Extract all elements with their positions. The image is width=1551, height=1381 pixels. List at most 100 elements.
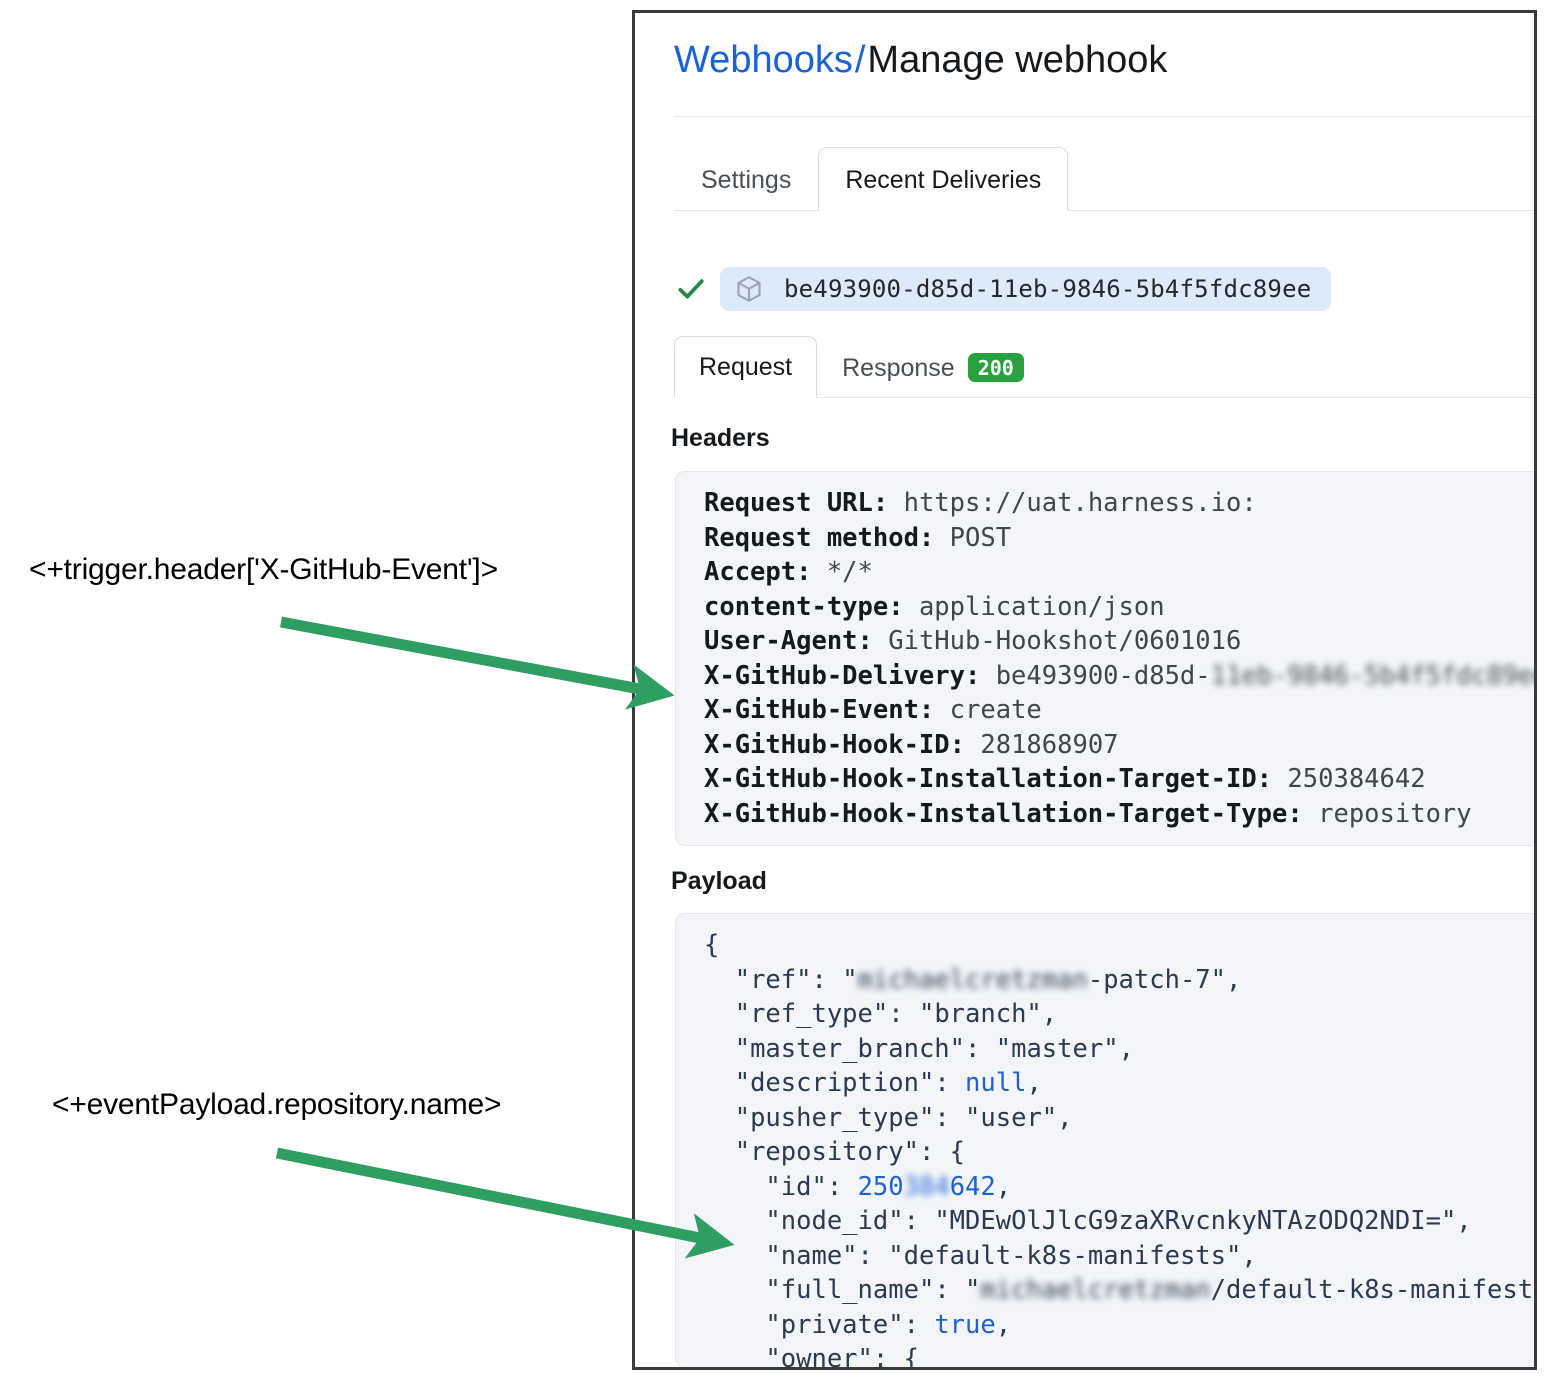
payload-key: "ref" — [734, 964, 812, 995]
delivery-row[interactable]: be493900-d85d-11eb-9846-5b4f5fdc89ee — [674, 265, 1332, 313]
header-line: X-GitHub-Hook-Installation-Target-Type: … — [676, 797, 1534, 832]
payload-line: "owner": { — [676, 1342, 1534, 1367]
payload-key: "ref_type" — [734, 999, 889, 1029]
payload-key: "master_branch" — [734, 1033, 966, 1064]
payload-key: "full_name" — [765, 1275, 935, 1305]
payload-value: -patch-7 — [1087, 964, 1211, 995]
header-value: application/json — [918, 591, 1165, 622]
annotation-arrow-1 — [279, 616, 675, 710]
tab-request-label: Request — [699, 353, 793, 381]
header-line: X-GitHub-Delivery: be493900-d85d-11eb-98… — [676, 659, 1534, 694]
header-value: repository — [1318, 798, 1472, 829]
redacted-text: michaelcretzman — [980, 1275, 1211, 1305]
webhook-panel-content: Webhooks/Manage webhook Settings Recent … — [635, 13, 1534, 1367]
payload-line: "full_name": "michaelcretzman/default-k8… — [676, 1273, 1534, 1308]
payload-line: "repository": { — [734, 1137, 966, 1167]
payload-line: "name": "default-k8s-manifests", — [765, 1240, 1257, 1271]
header-line: X-GitHub-Event: create — [676, 693, 1534, 728]
payload-line: "ref": "michaelcretzman-patch-7", — [676, 963, 1534, 998]
payload-value: "master" — [995, 1033, 1119, 1064]
outer-tabs-baseline — [674, 210, 1534, 211]
payload-key: "owner" — [765, 1344, 873, 1367]
delivery-id-text: be493900-d85d-11eb-9846-5b4f5fdc89ee — [784, 275, 1312, 303]
payload-key: "private" — [765, 1309, 904, 1340]
header-line: Request URL: https://uat.harness.io: — [676, 486, 1534, 521]
redacted-text: michaelcretzman — [857, 964, 1088, 995]
breadcrumb-divider — [674, 116, 1534, 117]
tab-recent-deliveries[interactable]: Recent Deliveries — [818, 147, 1069, 211]
payload-value: "branch" — [918, 999, 1042, 1029]
header-line: content-type: application/json — [676, 590, 1534, 625]
tab-response-label: Response — [842, 353, 955, 382]
tab-response[interactable]: Response 200 — [817, 336, 1049, 398]
header-line: X-GitHub-Hook-ID: 281868907 — [676, 728, 1534, 763]
header-line: Accept: */* — [676, 555, 1534, 590]
cube-icon — [734, 274, 764, 304]
payload-value: true — [934, 1309, 996, 1340]
payload-value-suffix: 642 — [949, 1171, 996, 1202]
payload-code-box: { "ref": "michaelcretzman-patch-7", "ref… — [675, 913, 1534, 1367]
payload-value: { — [903, 1344, 919, 1367]
payload-key: "name" — [765, 1240, 858, 1271]
payload-line: "node_id": "MDEwOlJlcG9zaXRvcnkyNTAzODQ2… — [765, 1206, 1472, 1236]
payload-key: "node_id" — [765, 1206, 904, 1236]
payload-line: "id": 250384642, — [676, 1170, 1534, 1205]
header-key: Request method: — [704, 522, 935, 553]
header-value: GitHub-Hookshot/0601016 — [888, 626, 1242, 656]
payload-value: { — [949, 1137, 966, 1167]
payload-section-title: Payload — [671, 867, 767, 895]
payload-value-prefix: 250 — [857, 1171, 904, 1202]
header-key: content-type: — [704, 591, 904, 622]
payload-brace: { — [704, 930, 720, 960]
redacted-text: 11eb-9846-5b4f5fdc89ee — [1210, 660, 1534, 691]
inner-tabs-baseline — [674, 397, 1534, 398]
status-badge: 200 — [967, 353, 1024, 382]
payload-value: "default-k8s-manifests" — [888, 1240, 1242, 1271]
webhook-panel: Webhooks/Manage webhook Settings Recent … — [632, 10, 1537, 1370]
payload-line: "ref_type": "branch", — [734, 999, 1058, 1029]
payload-value: /default-k8s-manifests — [1210, 1275, 1534, 1305]
inner-tabs: Request Response 200 — [674, 336, 1049, 398]
header-value: create — [949, 695, 1042, 725]
header-line: User-Agent: GitHub-Hookshot/0601016 — [676, 624, 1534, 659]
headers-code-box: Request URL: https://uat.harness.io: Req… — [675, 471, 1534, 846]
payload-value: null — [965, 1068, 1027, 1098]
header-key: Request URL: — [704, 488, 889, 518]
header-key: X-GitHub-Hook-Installation-Target-ID: — [704, 764, 1273, 794]
breadcrumb: Webhooks/Manage webhook — [674, 39, 1534, 83]
page-title: Manage webhook — [867, 39, 1168, 81]
payload-line: { — [676, 928, 1534, 963]
headers-section-title: Headers — [671, 424, 770, 452]
payload-key: "pusher_type" — [734, 1102, 935, 1133]
annotation-label-trigger-header: <+trigger.header['X-GitHub-Event']> — [29, 553, 498, 586]
redacted-text: 384 — [903, 1171, 950, 1202]
payload-key: "description" — [734, 1068, 935, 1098]
annotation-label-event-payload: <+eventPayload.repository.name> — [52, 1088, 502, 1121]
tab-settings[interactable]: Settings — [701, 166, 792, 194]
header-line: X-GitHub-Hook-Installation-Target-ID: 25… — [676, 762, 1534, 797]
header-value: https://uat.harness.io: — [903, 488, 1257, 518]
header-key: X-GitHub-Hook-ID: — [704, 729, 965, 760]
breadcrumb-separator: / — [854, 39, 866, 81]
payload-key: "repository" — [734, 1137, 919, 1167]
payload-line: "pusher_type": "user", — [734, 1102, 1073, 1133]
payload-line: "private": true, — [765, 1309, 1012, 1340]
payload-key: "id" — [765, 1171, 827, 1202]
payload-value: "user" — [965, 1102, 1058, 1133]
check-icon — [674, 272, 708, 306]
payload-line: "description": null, — [734, 1068, 1042, 1098]
header-line: Request method: POST — [676, 521, 1534, 556]
header-key: User-Agent: — [704, 626, 873, 656]
tab-request[interactable]: Request — [674, 336, 818, 398]
header-key: X-GitHub-Delivery: — [704, 660, 981, 691]
header-key: X-GitHub-Hook-Installation-Target-Type: — [704, 798, 1303, 829]
header-value: */* — [826, 557, 873, 587]
header-key: Accept: — [704, 557, 812, 587]
header-key: X-GitHub-Event: — [704, 695, 935, 725]
breadcrumb-webhooks-link[interactable]: Webhooks — [674, 39, 853, 81]
outer-tabs: Settings Recent Deliveries — [674, 147, 1069, 211]
header-value: 250384642 — [1287, 764, 1426, 794]
delivery-id-chip[interactable]: be493900-d85d-11eb-9846-5b4f5fdc89ee — [720, 267, 1332, 311]
payload-line: "master_branch": "master", — [734, 1033, 1134, 1064]
payload-value: "MDEwOlJlcG9zaXRvcnkyNTAzODQ2NDI=" — [934, 1206, 1457, 1236]
